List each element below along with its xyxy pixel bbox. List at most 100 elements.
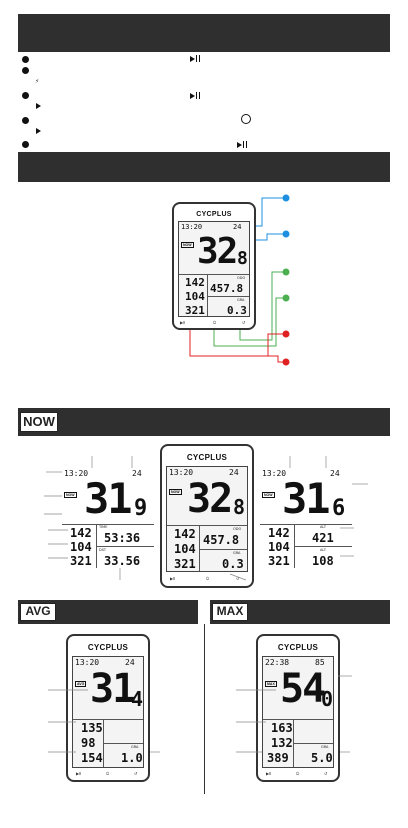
max-device: CYCPLUS 22:38 85 MAX 54 0 163 132 389 GR… — [256, 634, 340, 782]
arrow-icon — [36, 128, 41, 134]
cadence: 132 — [271, 736, 293, 750]
now-section-bar — [18, 408, 390, 436]
battery-readout: 85 — [315, 658, 325, 667]
power: 321 — [174, 557, 196, 571]
header-bar-top — [18, 14, 390, 52]
divider — [293, 743, 333, 744]
now-mode-label: NOW — [20, 412, 58, 432]
power: 321 — [70, 554, 92, 568]
mode-tag: NOW — [181, 242, 194, 249]
grade: 1.0 — [121, 751, 143, 765]
speed-integer: 32 — [187, 476, 233, 522]
power: 321 — [268, 554, 290, 568]
clock-readout: 13:20 — [169, 468, 194, 477]
power-icon: ⏻ — [296, 771, 300, 776]
brand-logo: CYCPLUS — [196, 211, 232, 218]
odo-label: ODO — [237, 276, 246, 280]
step-bullet-5 — [22, 141, 29, 148]
clock-readout: 22:38 — [265, 658, 290, 667]
gra-label: GRA — [233, 551, 241, 555]
avg-mode-label: AVG — [20, 603, 56, 621]
altitude: 421 — [312, 531, 334, 545]
divider — [96, 546, 154, 547]
cadence: 104 — [174, 542, 196, 556]
play-pause-icon: ▶Ⅱ — [76, 771, 82, 776]
now-center-device: CYCPLUS 13:20 24 NOW 32 8 142 104 321 OD… — [160, 444, 254, 588]
avg-device: CYCPLUS 13:20 24 AVG 31 4 135 98 154 GRA… — [66, 634, 150, 782]
back-icon: ↺ — [236, 576, 240, 581]
divider — [199, 525, 200, 571]
odo-label: ODO — [233, 527, 242, 531]
mode-tag: MAX — [265, 681, 277, 688]
dst-label: DST — [99, 548, 107, 552]
power: 154 — [81, 751, 103, 765]
altitude-2: 108 — [312, 554, 334, 568]
section-divider — [204, 624, 205, 794]
cadence: 104 — [185, 290, 205, 303]
satellite-icon: ⚡ — [35, 78, 40, 85]
battery-readout: 24 — [330, 469, 340, 478]
grade: 0.3 — [222, 557, 244, 571]
main-device-screen: 13:20 24 NOW 32 8 142 104 321 ODO 457.8 … — [178, 221, 250, 317]
divider — [73, 719, 143, 720]
step-bullet-2 — [22, 67, 29, 74]
brand-logo: CYCPLUS — [87, 643, 129, 652]
gra-label: GRA — [131, 745, 139, 749]
power-icon: ⏻ — [106, 771, 110, 776]
now-left-screen: 13:20 24 NOW 31 9 142 104 321 TIME 53:36… — [62, 468, 154, 568]
step-bullet-4 — [22, 117, 29, 124]
step-bullet-3 — [22, 92, 29, 99]
clock-readout: 13:20 — [64, 469, 89, 478]
speed-decimal: 8 — [237, 248, 248, 269]
main-device: CYCPLUS 13:20 24 NOW 32 8 142 104 321 OD… — [172, 202, 256, 330]
speed-decimal: 6 — [332, 496, 346, 521]
power: 389 — [267, 751, 289, 765]
speed-integer: 31 — [84, 474, 133, 523]
battery-readout: 24 — [125, 658, 135, 667]
cadence: 104 — [70, 540, 92, 554]
alt-label: ALT — [320, 525, 327, 529]
clock-readout: 13:20 — [262, 469, 287, 478]
cadence: 104 — [268, 540, 290, 554]
play-pause-icon: ▶Ⅱ — [170, 576, 176, 581]
gra-label: GRA — [237, 298, 245, 302]
power-icon: ⏻ — [206, 576, 210, 581]
alt2-label: ALT — [320, 548, 327, 552]
battery-readout: 24 — [229, 468, 239, 477]
step-bullet-1 — [22, 56, 29, 63]
clock-readout: 13:20 — [75, 658, 100, 667]
mode-tag: NOW — [262, 492, 275, 499]
arrow-icon — [36, 103, 41, 109]
speed-integer: 31 — [282, 474, 331, 523]
speed-decimal: 0 — [321, 687, 334, 711]
divider — [260, 524, 352, 525]
heart-rate: 142 — [70, 526, 92, 540]
heart-rate: 135 — [81, 721, 103, 735]
gra-label: GRA — [321, 745, 329, 749]
play-pause-icon — [190, 91, 200, 100]
max-mode-label: MAX — [212, 603, 248, 621]
mode-tag: AVG — [75, 681, 87, 688]
divider — [199, 549, 247, 550]
now-center-screen: 13:20 24 NOW 32 8 142 104 321 ODO 457.8 … — [166, 466, 248, 572]
divider — [294, 546, 352, 547]
settings-icon — [241, 114, 251, 124]
heart-rate: 163 — [271, 721, 293, 735]
distance: 33.56 — [104, 554, 141, 568]
speed-decimal: 8 — [233, 495, 246, 519]
divider — [207, 274, 208, 316]
heart-rate: 142 — [174, 527, 196, 541]
speed-integer: 54 — [280, 666, 326, 712]
back-icon: ↺ — [324, 771, 328, 776]
speed-decimal: 9 — [134, 496, 148, 521]
brand-logo: CYCPLUS — [186, 453, 228, 462]
clock-readout: 13:20 — [181, 223, 203, 231]
brand-logo: CYCPLUS — [277, 643, 319, 652]
power: 321 — [185, 304, 205, 317]
odometer: 457.8 — [210, 282, 244, 295]
cadence: 98 — [81, 736, 96, 750]
back-icon: ↺ — [242, 320, 246, 325]
